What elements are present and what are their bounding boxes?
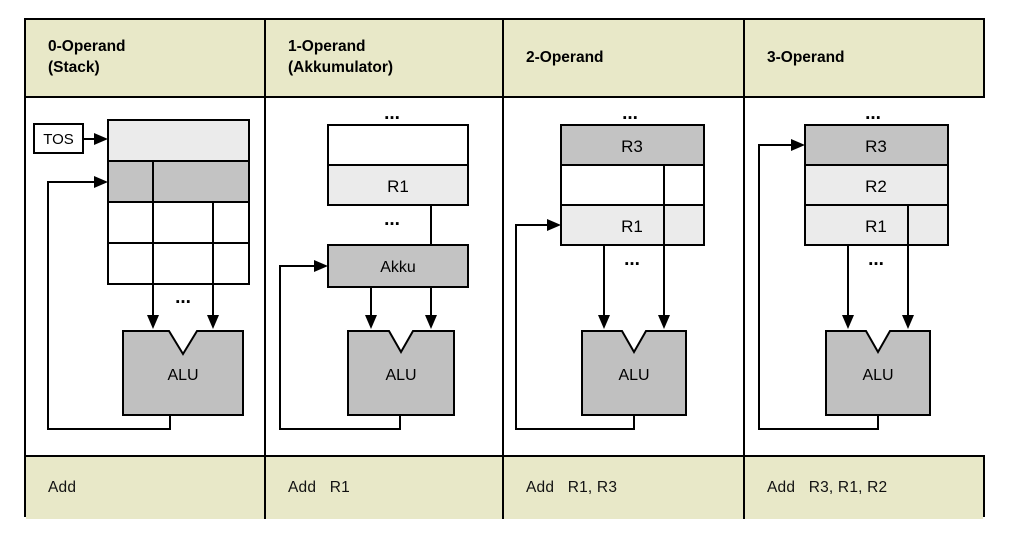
register-label-r1: R1	[865, 217, 887, 236]
register-cell-empty	[560, 164, 705, 206]
instruction-text-three-operand: Add R3, R1, R2	[767, 479, 888, 496]
diagram-cell-zero-operand: ... TOS ALU	[26, 98, 264, 455]
stack-machine-diagram: ... TOS ALU	[33, 119, 250, 430]
header-cell-two-operand: 2-Operand	[502, 20, 743, 96]
tos-pointer-arrowhead	[94, 133, 108, 145]
register-cell-r1	[327, 164, 469, 206]
stack-cell-1	[107, 160, 250, 203]
table-instruction-row: Add Add R1 Add R1, R3 Add R3, R1, R2	[26, 457, 983, 519]
registerfile-ellipsis-top: ...	[622, 103, 638, 124]
header-line1-zero-operand: 0-Operand	[48, 38, 126, 56]
header-text-two-operand: 2-Operand	[526, 48, 604, 69]
alu-shape-three-operand	[825, 330, 931, 416]
result-feedback-arrowhead	[547, 219, 561, 231]
stack-bus-left-arrowhead	[147, 315, 159, 329]
stack-cell-3	[107, 242, 250, 285]
stack-feedback-arrowhead	[94, 176, 108, 188]
header-cell-three-operand: 3-Operand	[743, 20, 983, 96]
instruction-text-two-operand: Add R1, R3	[526, 479, 618, 496]
header-line2-one-operand: (Akkumulator)	[288, 59, 394, 76]
accumulator-feedback-path	[279, 265, 401, 430]
tos-pointer-label: TOS	[43, 131, 74, 148]
register-cell-r1	[804, 204, 949, 246]
accumulator-bus-left-arrowhead	[365, 315, 377, 329]
accumulator-label: Akku	[380, 259, 416, 276]
registerfile-ellipsis-top: ...	[384, 103, 400, 124]
diagram-cell-one-operand: ... R1 ... Akku	[264, 98, 502, 455]
register-bus-left-arrowhead	[842, 315, 854, 329]
register-bus-right-arrowhead	[902, 315, 914, 329]
alu-shape-zero-operand	[122, 330, 244, 416]
register-cell-r1	[560, 204, 705, 246]
register-label-r1: R1	[387, 177, 409, 196]
alu-label-three-operand: ALU	[862, 367, 893, 384]
alu-label-zero-operand: ALU	[167, 367, 198, 384]
register-label-r2: R2	[865, 177, 887, 196]
instruction-cell-one-operand: Add R1	[264, 457, 502, 519]
register-cell-r2	[804, 164, 949, 206]
register-cell-empty	[327, 124, 469, 166]
stack-cell-2	[107, 201, 250, 244]
table-diagram-row: ... TOS ALU ...	[26, 98, 985, 457]
table-header-row: 0-Operand (Stack) 1-Operand (Akkumulator…	[26, 20, 983, 98]
registerfile-ellipsis-top: ...	[865, 103, 881, 124]
accumulator-feedback-arrowhead	[314, 260, 328, 272]
registerfile-ellipsis-bottom: ...	[624, 249, 640, 270]
header-cell-one-operand: 1-Operand (Akkumulator)	[264, 20, 502, 96]
register-label-r3: R3	[865, 137, 887, 156]
header-line1-two-operand: 2-Operand	[526, 48, 604, 66]
header-text-one-operand: 1-Operand (Akkumulator)	[288, 37, 393, 79]
accumulator-machine-diagram: ... R1 ... Akku	[279, 103, 469, 430]
header-line2-zero-operand: (Stack)	[48, 59, 100, 76]
diagram-cell-two-operand: ... R3 R1 ...	[502, 98, 743, 455]
register-bus-left-arrowhead	[598, 315, 610, 329]
instruction-text-one-operand: Add R1	[288, 479, 350, 496]
accumulator-box	[327, 244, 469, 288]
stack-bus-right-arrowhead	[207, 315, 219, 329]
alu-shape-one-operand	[347, 330, 455, 416]
register-bus-right-arrowhead	[425, 315, 437, 329]
two-operand-machine-diagram: ... R3 R1 ...	[515, 103, 705, 430]
diagram-cell-three-operand: ... R3 R2 R1 ...	[743, 98, 985, 455]
instruction-text-zero-operand: Add	[48, 479, 77, 496]
registerfile-ellipsis-bottom: ...	[384, 209, 400, 230]
stack-feedback-path	[47, 181, 171, 430]
result-feedback-path	[758, 144, 879, 430]
result-feedback-path	[515, 224, 635, 430]
register-label-r1: R1	[621, 217, 643, 236]
header-line1-one-operand: 1-Operand	[288, 38, 366, 56]
three-operand-machine-diagram: ... R3 R2 R1 ...	[758, 103, 949, 430]
instruction-cell-two-operand: Add R1, R3	[502, 457, 743, 519]
result-feedback-arrowhead	[791, 139, 805, 151]
alu-label-one-operand: ALU	[385, 367, 416, 384]
stack-ellipsis: ...	[175, 287, 191, 308]
instruction-cell-zero-operand: Add	[26, 457, 264, 519]
register-label-r3: R3	[621, 137, 643, 156]
header-cell-zero-operand: 0-Operand (Stack)	[26, 20, 264, 96]
register-bus-right-arrowhead	[658, 315, 670, 329]
alu-label-two-operand: ALU	[618, 367, 649, 384]
stack-cell-0	[107, 119, 250, 162]
alu-shape-two-operand	[581, 330, 687, 416]
header-line1-three-operand: 3-Operand	[767, 48, 845, 66]
operand-format-table: 0-Operand (Stack) 1-Operand (Akkumulator…	[24, 18, 985, 519]
header-text-three-operand: 3-Operand	[767, 48, 845, 69]
registerfile-ellipsis-bottom: ...	[868, 249, 884, 270]
instruction-cell-three-operand: Add R3, R1, R2	[743, 457, 983, 519]
header-text-zero-operand: 0-Operand (Stack)	[48, 37, 126, 79]
